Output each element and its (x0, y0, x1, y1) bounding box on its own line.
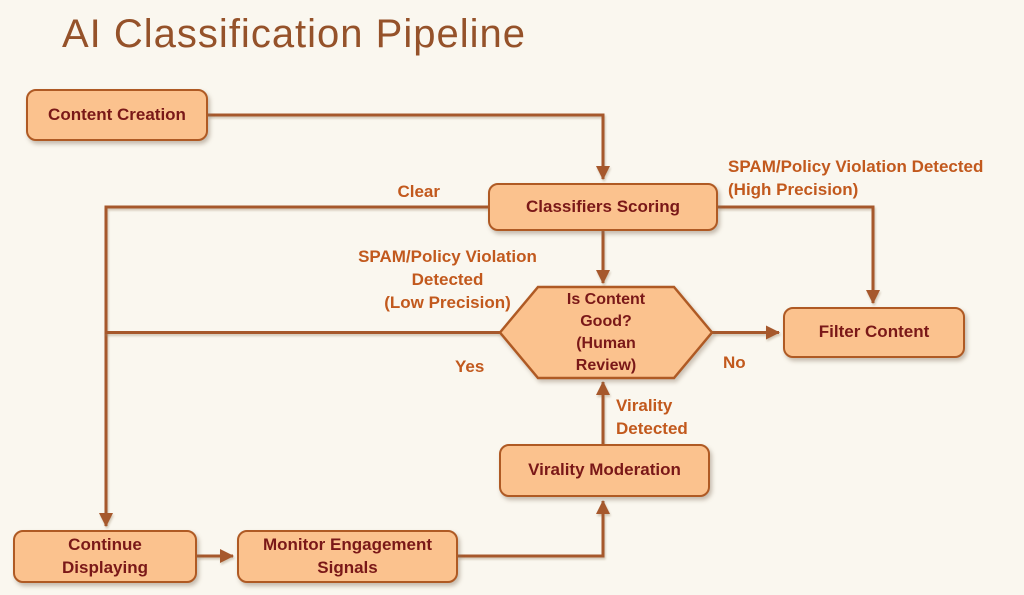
edge-monitor-engagement-signals-to-virality-moderation (458, 500, 610, 558)
edge-label-spam-low-precision: SPAM/Policy Violation Detected (Low Prec… (358, 247, 537, 312)
edge-label-clear: Clear (397, 182, 440, 201)
edge-label-virality-detected: Virality Detected (616, 396, 688, 438)
node-content-creation: Content Creation (26, 89, 208, 141)
node-continue-displaying: Continue Displaying (13, 530, 197, 583)
is-content-good-hexagon (498, 285, 714, 380)
edge-label-yes: Yes (455, 357, 485, 376)
edge-label-no: No (723, 353, 746, 372)
edge-label-spam-high-precision: SPAM/Policy Violation Detected (High Pre… (728, 157, 984, 199)
edge-content-creation-to-classifiers-scoring (208, 113, 610, 180)
diagram-title: AI Classification Pipeline (62, 12, 526, 56)
node-filter-content: Filter Content (783, 307, 965, 358)
node-virality-moderation: Virality Moderation (499, 444, 710, 497)
edge-classifiers-scoring-to-filter-content (718, 205, 880, 304)
node-classifiers-scoring: Classifiers Scoring (488, 183, 718, 231)
edge-classifiers-scoring-to-continue-displaying (99, 205, 488, 527)
node-monitor-engagement-signals: Monitor Engagement Signals (237, 530, 458, 583)
node-is-content-good-label: Is Content Good? (Human Review) (566, 291, 646, 374)
